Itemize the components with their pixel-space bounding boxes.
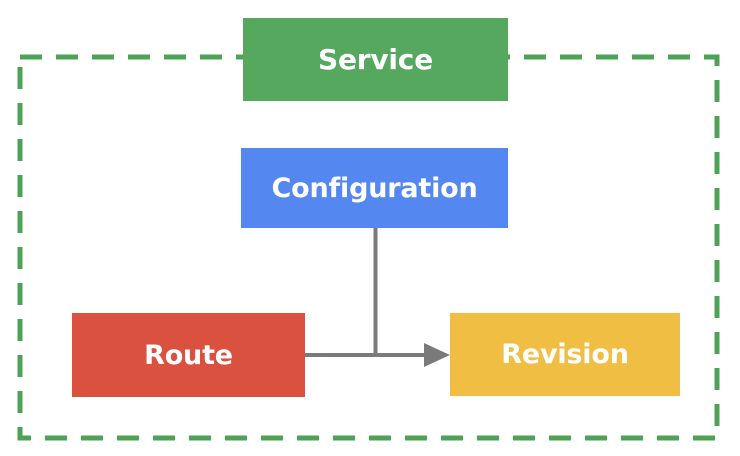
node-configuration[interactable]: Configuration [241, 148, 508, 228]
node-configuration-label: Configuration [271, 172, 478, 204]
node-service[interactable]: Service [243, 18, 508, 101]
node-route[interactable]: Route [72, 313, 305, 397]
route-to-revision-arrowhead [424, 343, 450, 367]
node-service-label: Service [317, 42, 433, 76]
node-revision-label: Revision [501, 339, 629, 370]
service-boundary-dashed-rect [17, 54, 720, 441]
node-revision[interactable]: Revision [450, 313, 680, 396]
node-route-label: Route [144, 339, 233, 371]
